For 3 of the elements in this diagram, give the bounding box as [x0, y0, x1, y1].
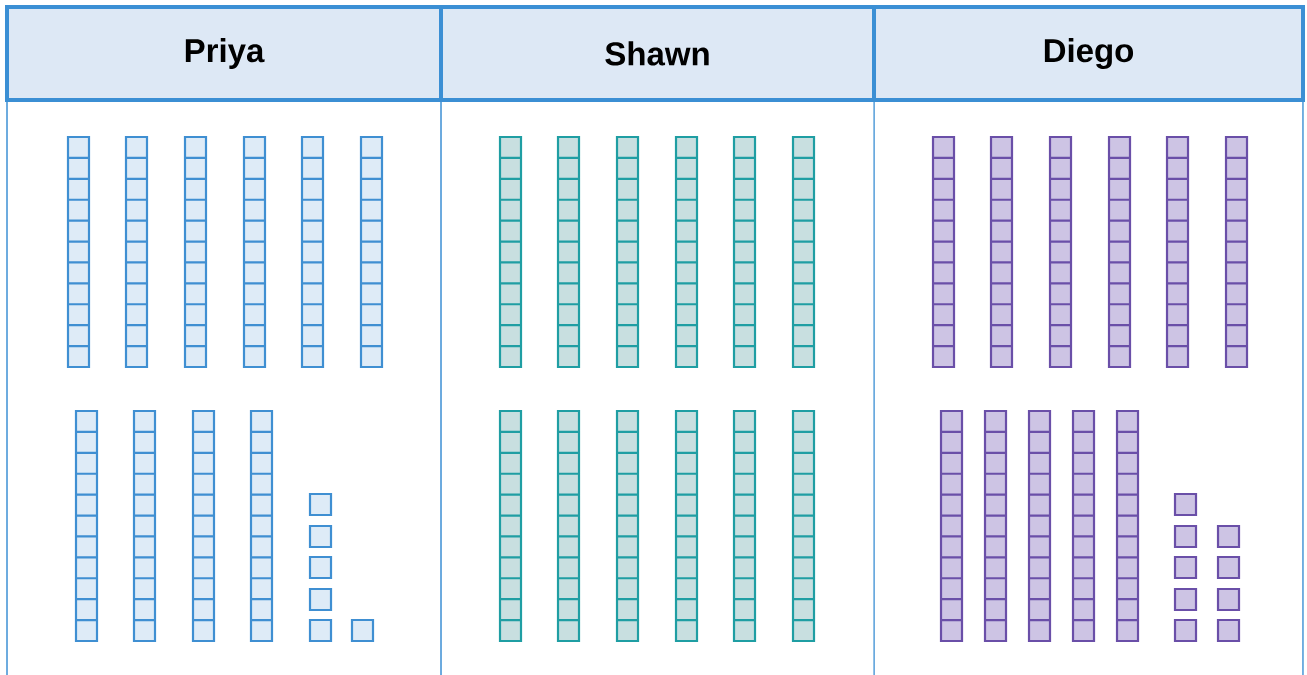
header-cell: Priya [5, 5, 443, 102]
header-cell: Diego [872, 5, 1305, 102]
header-cell: Shawn [439, 5, 876, 102]
